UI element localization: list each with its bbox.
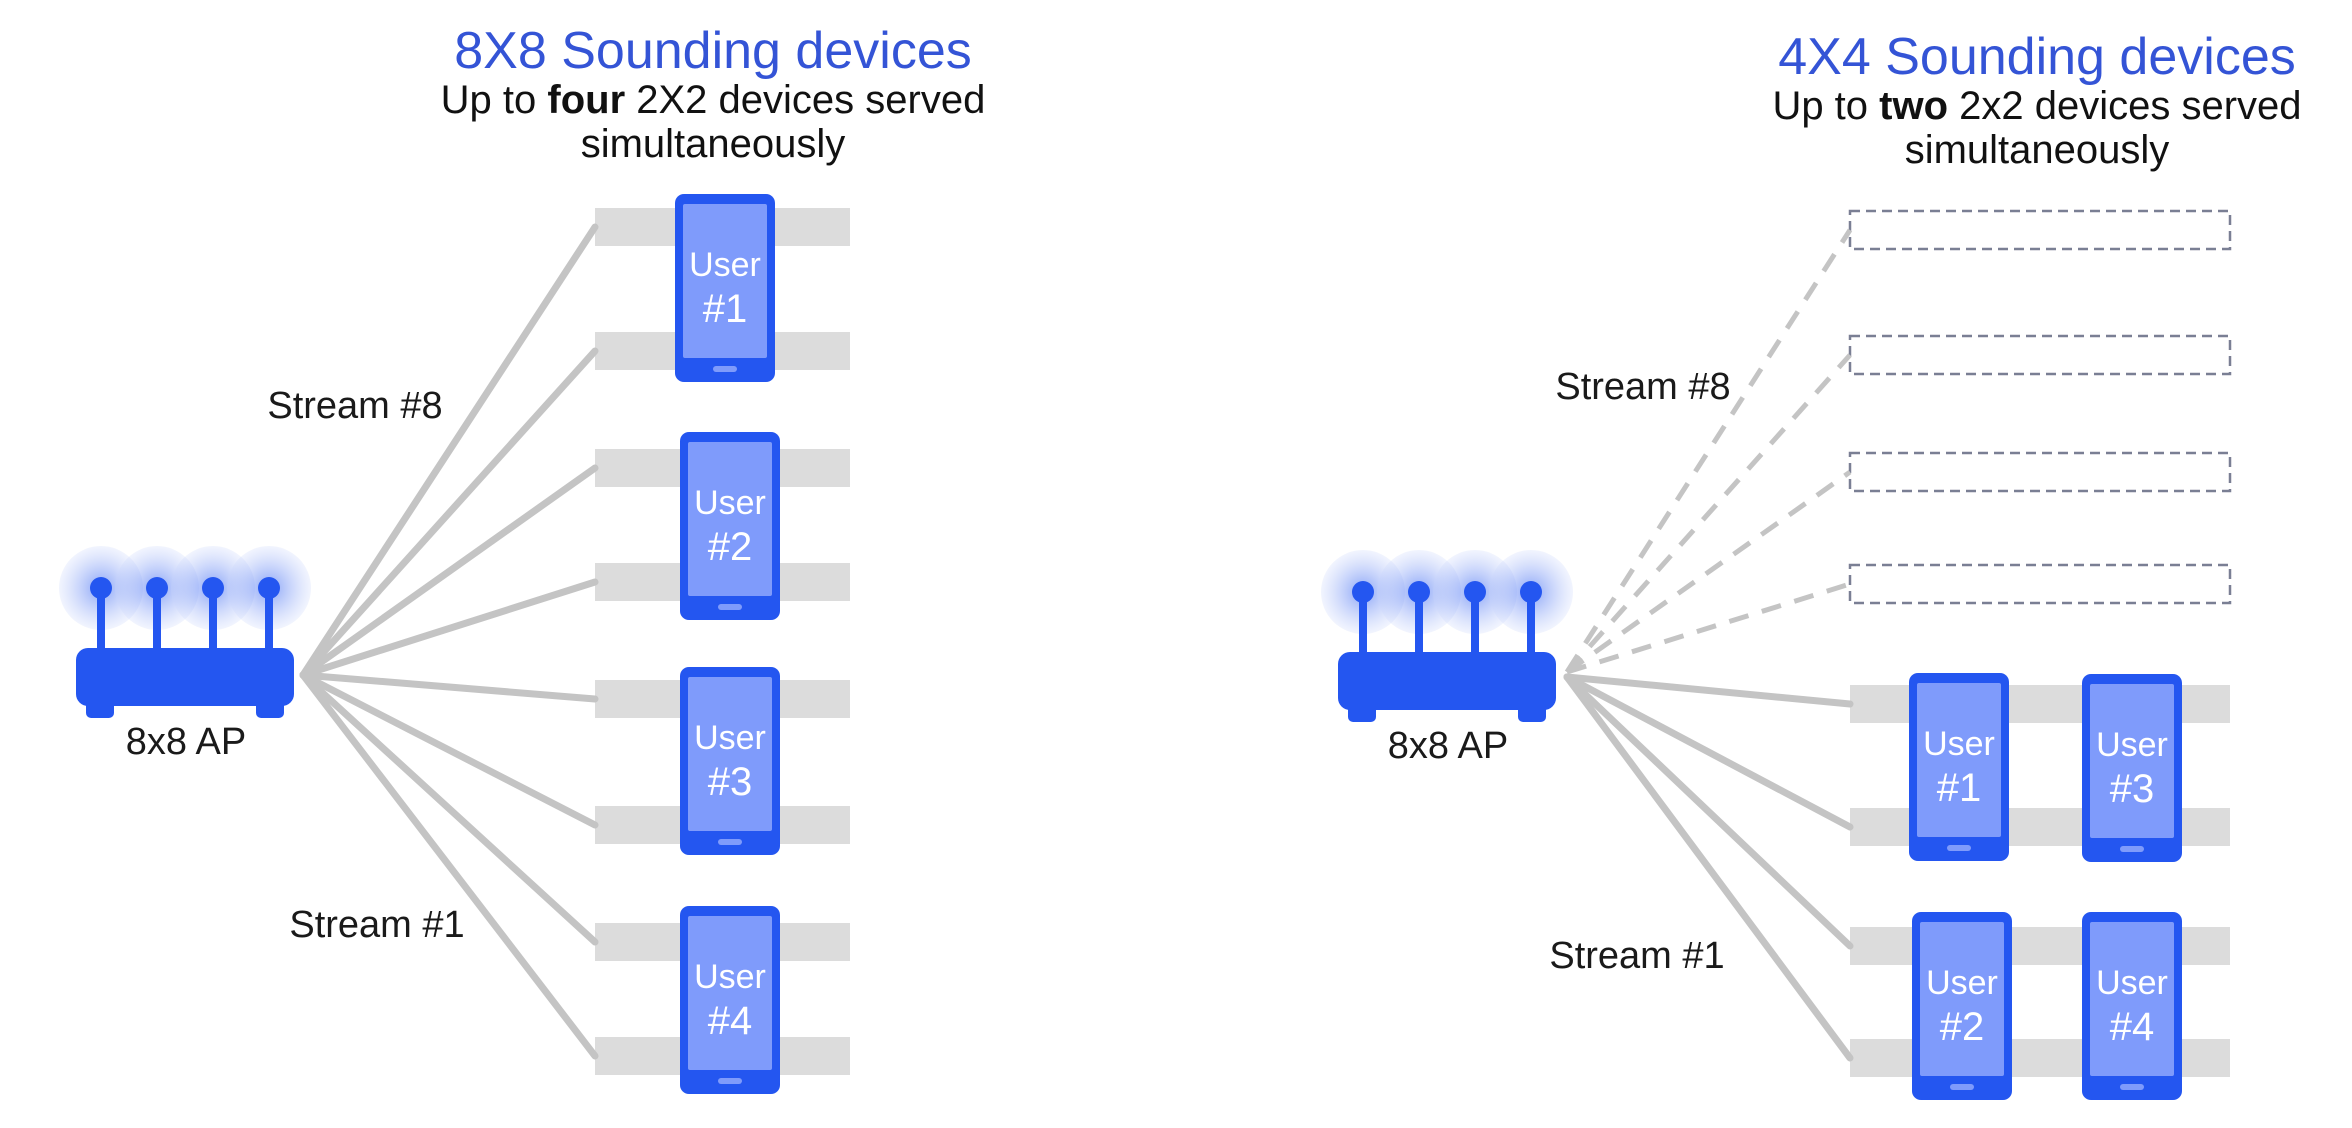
left-stream-bottom-label: Stream #1 xyxy=(289,904,464,946)
left-panel: 8X8 Sounding devices Up to four 2X2 devi… xyxy=(59,22,985,1094)
right-subtitle: Up to two 2x2 devices served xyxy=(1772,84,2301,128)
stream-line xyxy=(299,671,599,946)
empty-stream-slot xyxy=(1848,334,2232,376)
user-label: User xyxy=(2096,726,2168,764)
user-label: User xyxy=(694,484,766,522)
user-number: #1 xyxy=(1937,766,1982,810)
left-ap-label: 8x8 AP xyxy=(126,721,246,763)
phone-icon: User #3 xyxy=(680,667,780,855)
stream-line xyxy=(1563,673,1854,1062)
user-number: #2 xyxy=(1940,1005,1985,1049)
right-subtitle-bold: two xyxy=(1879,84,1948,128)
user-label: User xyxy=(689,246,761,284)
router-icon xyxy=(59,546,311,718)
stream-line xyxy=(1563,673,1854,950)
stream-line xyxy=(299,671,599,829)
phone-icon: User #1 xyxy=(675,194,775,382)
right-stream-bottom-label: Stream #1 xyxy=(1549,935,1724,977)
left-subtitle: Up to four 2X2 devices served xyxy=(441,78,986,122)
stream-line xyxy=(299,671,599,1060)
empty-stream-slot xyxy=(1848,451,2232,493)
user-number: #3 xyxy=(708,760,753,804)
stream-line xyxy=(299,671,599,703)
stream-line xyxy=(1563,673,1854,831)
stream-line xyxy=(299,464,599,679)
user-number: #4 xyxy=(708,999,753,1043)
right-subtitle-pre: Up to xyxy=(1772,84,1879,128)
right-stream-top-label: Stream #8 xyxy=(1555,366,1730,408)
phone-icon: User #4 xyxy=(680,906,780,1094)
empty-stream-slot xyxy=(1848,563,2232,605)
phone-icon: User #2 xyxy=(1912,912,2012,1100)
left-subtitle-pre: Up to xyxy=(441,78,548,122)
phone-icon: User #2 xyxy=(680,432,780,620)
stream-line xyxy=(299,223,599,679)
right-panel: 4X4 Sounding devices Up to two 2x2 devic… xyxy=(1321,28,2302,1100)
stream-line xyxy=(1563,673,1854,708)
left-subtitle-post: 2X2 devices served xyxy=(625,78,985,122)
right-ap-label: 8x8 AP xyxy=(1388,725,1508,767)
unused-stream-line xyxy=(1565,353,1852,674)
right-subtitle-post: 2x2 devices served xyxy=(1948,84,2302,128)
right-unused-stream-lines xyxy=(1564,228,1853,675)
left-title: 8X8 Sounding devices xyxy=(454,22,972,80)
phone-icon: User #1 xyxy=(1909,673,2009,861)
user-label: User xyxy=(2096,964,2168,1002)
right-unused-slots xyxy=(1848,209,2232,605)
unused-stream-line xyxy=(1566,581,1851,675)
user-number: #1 xyxy=(703,287,748,331)
phone-icon: User #4 xyxy=(2082,912,2182,1100)
left-stream-top-label: Stream #8 xyxy=(267,385,442,427)
phone-icon: User #3 xyxy=(2082,674,2182,862)
right-stream-lines xyxy=(1563,673,1854,1062)
right-subtitle-line2: simultaneously xyxy=(1905,128,2170,172)
left-stream-lines xyxy=(299,223,599,1060)
user-number: #2 xyxy=(708,525,753,569)
stream-line xyxy=(299,347,599,679)
empty-stream-slot xyxy=(1848,209,2232,251)
user-label: User xyxy=(694,719,766,757)
left-subtitle-line2: simultaneously xyxy=(581,122,846,166)
unused-stream-line xyxy=(1564,228,1853,674)
user-label: User xyxy=(694,958,766,996)
user-number: #4 xyxy=(2110,1005,2155,1049)
user-number: #3 xyxy=(2110,767,2155,811)
user-label: User xyxy=(1923,725,1995,763)
left-subtitle-bold: four xyxy=(547,78,625,122)
router-icon xyxy=(1321,550,1573,722)
user-label: User xyxy=(1926,964,1998,1002)
stream-line xyxy=(299,578,599,679)
unused-stream-line xyxy=(1565,469,1852,675)
right-title: 4X4 Sounding devices xyxy=(1778,28,2296,86)
